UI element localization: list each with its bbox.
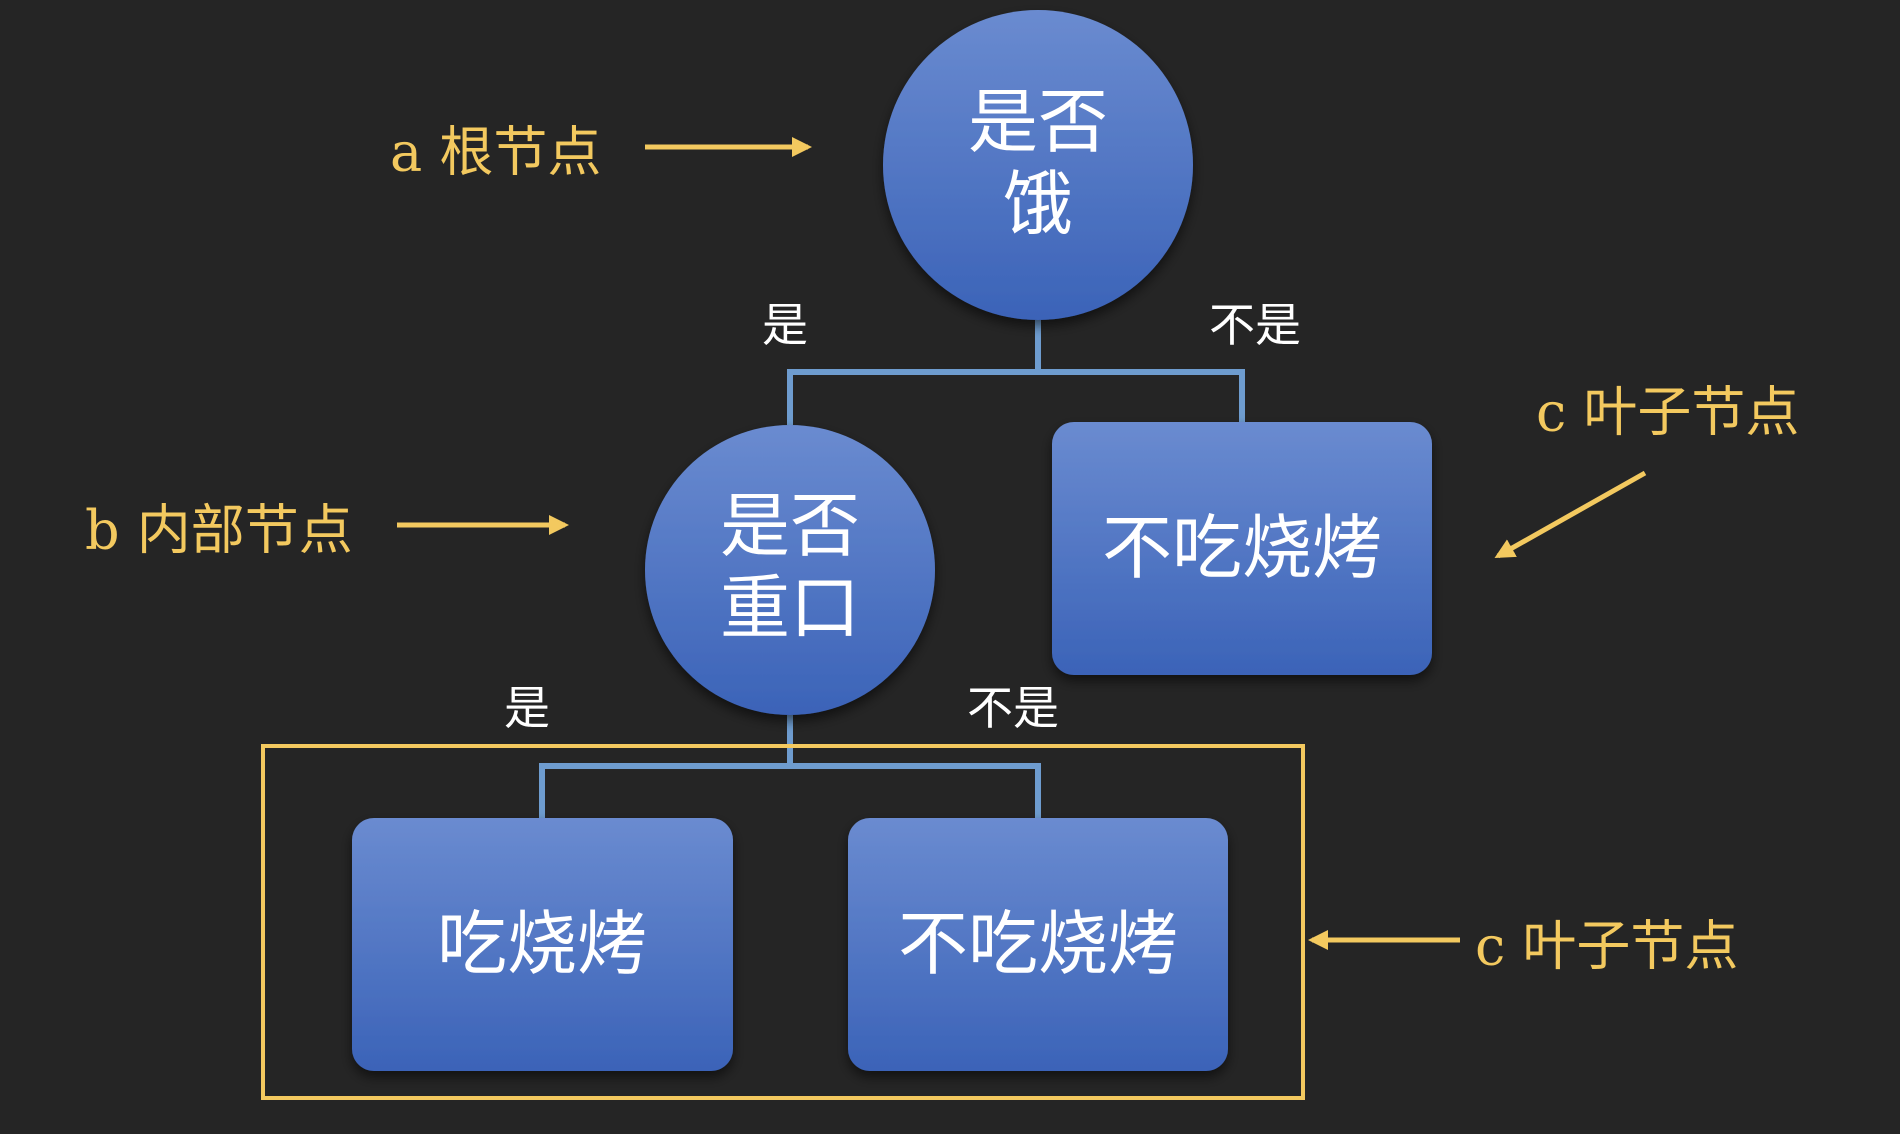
internal-node: 是否 重口 [645,425,935,715]
annotation-leaf-top: c 叶子节点 [1536,381,1799,444]
leaf-node-bottom-right: 不吃烧烤 [848,818,1228,1071]
leaf-node-right-label: 不吃烧烤 [1102,507,1382,589]
annotation-leaf-top-arrow [1494,470,1647,559]
leaf-group-box [261,744,1305,1100]
annotation-leaf-bottom: c 叶子节点 [1475,915,1738,978]
internal-node-line2: 重口 [720,567,860,649]
connector-internal-to-right-leaf [790,763,1041,820]
leaf-node-bottom-right-label: 不吃烧烤 [898,903,1178,985]
connector-root-to-children [787,320,1041,425]
leaf-node-bottom-left-label: 吃烧烤 [437,903,647,985]
root-node: 是否 饿 [883,10,1193,320]
annotation-internal: b 内部节点 [85,499,353,562]
branch-label-internal-yes: 是 [504,681,550,735]
leaf-node-right: 不吃烧烤 [1052,422,1432,675]
branch-label-internal-no: 不是 [967,681,1059,735]
connector-root-to-right-leaf [1038,369,1245,425]
leaf-node-bottom-left: 吃烧烤 [352,818,733,1071]
root-node-line1: 是否 [968,81,1108,163]
annotation-root: a 根节点 [390,121,601,184]
root-node-line2: 饿 [1003,163,1073,245]
branch-label-root-yes: 是 [762,298,808,352]
connector-internal-to-children [539,715,793,820]
branch-label-root-no: 不是 [1209,298,1301,352]
internal-node-line1: 是否 [720,485,860,567]
